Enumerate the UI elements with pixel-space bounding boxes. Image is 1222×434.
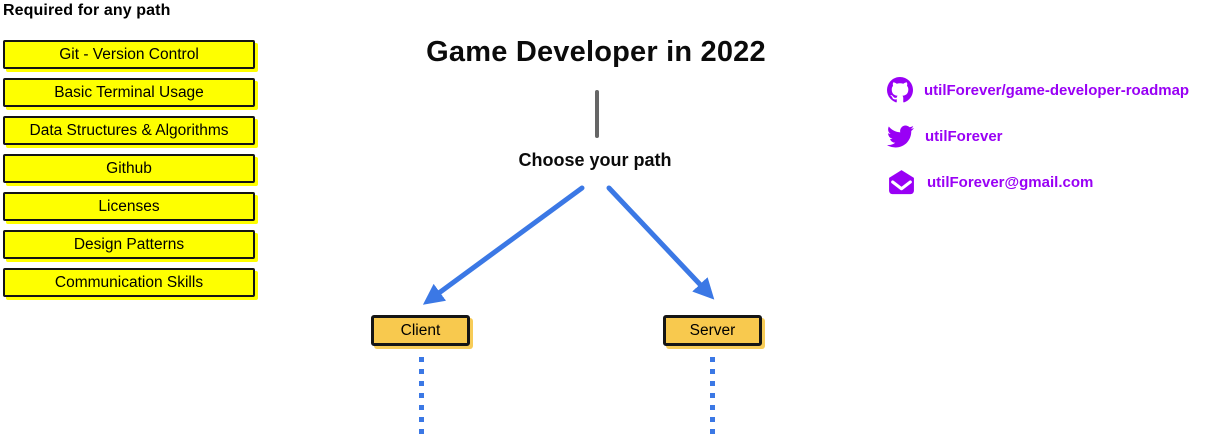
path-arrows	[422, 185, 715, 305]
client-path-node: Client	[371, 315, 470, 346]
email-link-label: utilForever@gmail.com	[927, 173, 1094, 191]
arrow-to-client	[422, 185, 585, 305]
required-item-licenses: Licenses	[3, 192, 255, 221]
mail-icon	[887, 168, 916, 197]
page-title: Game Developer in 2022	[426, 36, 766, 68]
twitter-icon	[887, 123, 914, 150]
required-item-communication: Communication Skills	[3, 268, 255, 297]
required-item-github: Github	[3, 154, 255, 183]
required-item-dsa: Data Structures & Algorithms	[3, 116, 255, 145]
server-continuation-dotted-line	[710, 357, 715, 434]
choose-path-label: Choose your path	[518, 150, 672, 170]
email-link[interactable]: utilForever@gmail.com	[887, 168, 1189, 196]
title-connector-line	[595, 90, 599, 138]
github-icon	[887, 77, 913, 103]
server-path-node: Server	[663, 315, 762, 346]
required-item-git: Git - Version Control	[3, 40, 255, 69]
arrow-to-server	[606, 185, 715, 300]
required-section-heading: Required for any path	[3, 2, 171, 19]
client-continuation-dotted-line	[419, 357, 424, 434]
required-item-terminal: Basic Terminal Usage	[3, 78, 255, 107]
required-item-design-patterns: Design Patterns	[3, 230, 255, 259]
contact-links: utilForever/game-developer-roadmap utilF…	[887, 76, 1189, 196]
github-link-label: utilForever/game-developer-roadmap	[924, 81, 1190, 99]
twitter-link[interactable]: utilForever	[887, 122, 1189, 150]
required-list: Git - Version Control Basic Terminal Usa…	[3, 40, 255, 297]
github-link[interactable]: utilForever/game-developer-roadmap	[887, 76, 1189, 104]
twitter-link-label: utilForever	[925, 127, 1003, 145]
